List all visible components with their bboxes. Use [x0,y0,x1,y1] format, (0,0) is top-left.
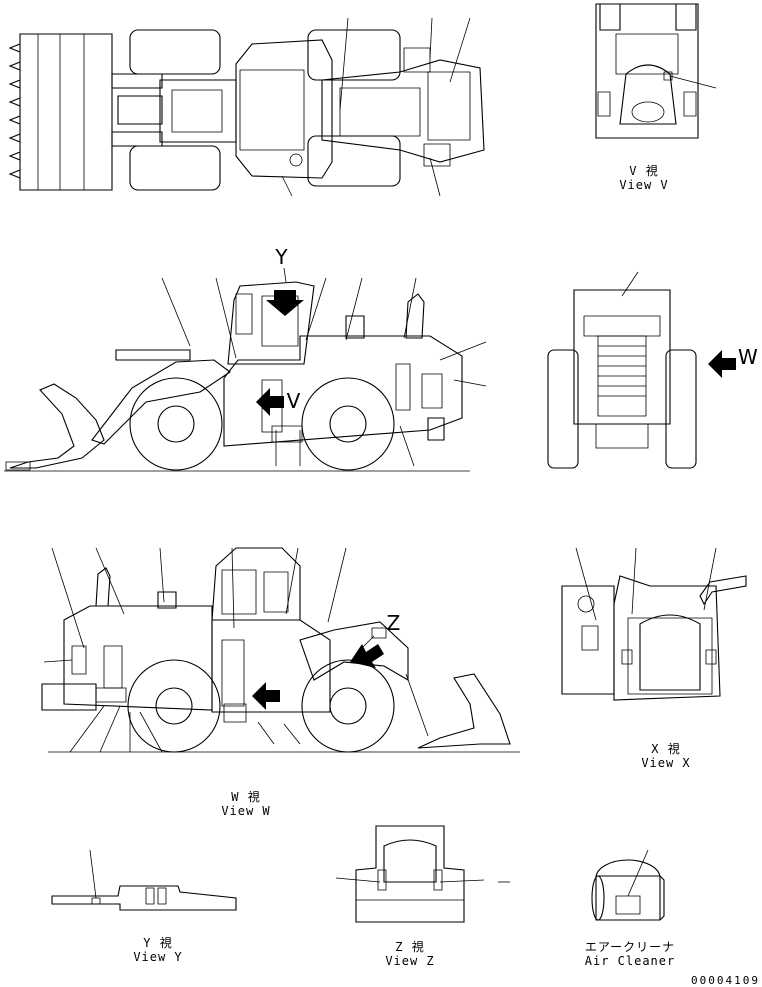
view-z-caption-jp: Z 視 [395,940,425,954]
view-w-caption: W 視 View W [206,790,286,818]
document-number: 00004109 [691,974,760,987]
view-y-drawing [52,850,236,910]
view-w-caption-jp: W 視 [231,790,261,804]
view-v-caption: V 視 View V [604,164,684,192]
view-z-drawing [336,826,510,922]
view-z-caption: Z 視 View Z [370,940,450,968]
view-v-caption-en: View V [619,178,669,192]
view-z-caption-en: View Z [385,954,435,968]
air-cleaner-caption: エアークリーナ Air Cleaner [570,940,690,968]
side-view-left [4,268,486,471]
view-y-caption-en: View Y [133,950,183,964]
view-v-caption-jp: V 視 [629,164,659,178]
air-cleaner-caption-en: Air Cleaner [584,954,676,968]
top-plan-view [10,18,484,196]
marker-y: Y [275,245,289,269]
view-y-caption-jp: Y 視 [143,936,173,950]
rear-view-right [548,272,736,468]
marker-w: W [738,345,759,369]
air-cleaner-drawing [592,850,664,920]
view-y-caption: Y 視 View Y [118,936,198,964]
view-x-drawing [562,548,746,700]
marker-v: V [286,389,302,413]
view-x-caption-en: View X [641,756,691,770]
marker-z: Z [386,611,402,635]
view-x-caption: X 視 View X [626,742,706,770]
view-w-caption-en: View W [221,804,271,818]
view-v-drawing [596,4,716,138]
air-cleaner-caption-jp: エアークリーナ [584,940,676,954]
view-w-drawing [42,548,520,752]
view-x-caption-jp: X 視 [651,742,681,756]
